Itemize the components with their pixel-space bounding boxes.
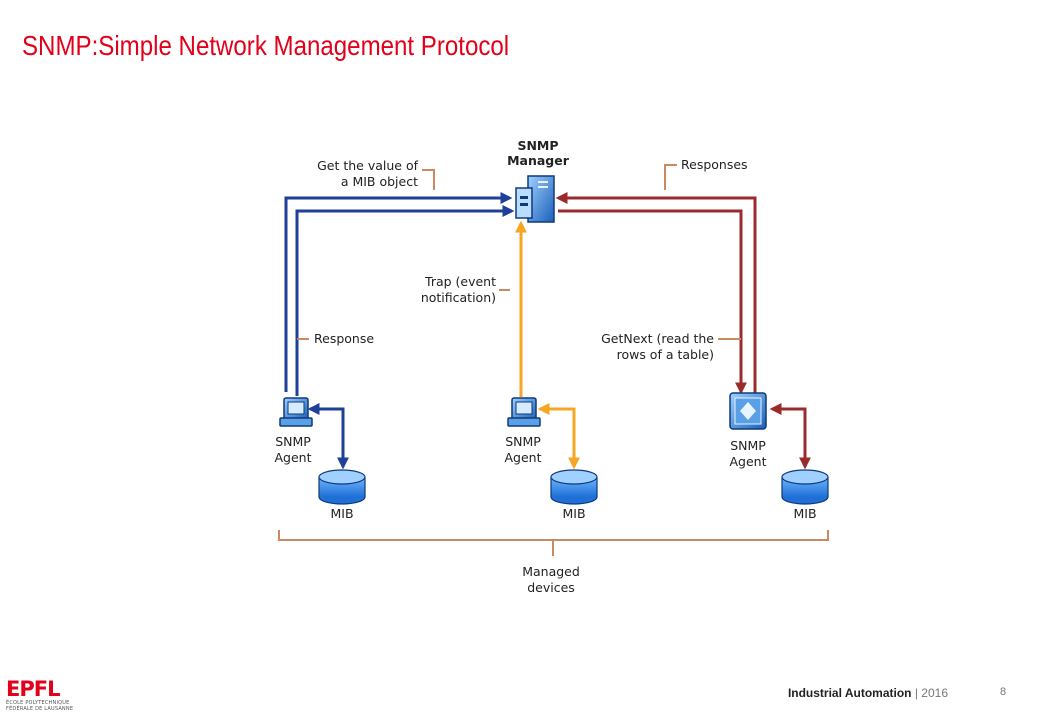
managed-devices-line1: Managed <box>522 564 580 579</box>
manager-label-line2: Manager <box>507 153 570 168</box>
trap-annotation-line1: Trap (event <box>424 274 496 289</box>
getnext-annotation-line2: rows of a table) <box>617 347 714 362</box>
getnext-annotation-line1: GetNext (read the <box>601 331 714 346</box>
manager-label-line1: SNMP <box>517 138 558 153</box>
responses-annotation: Responses <box>681 157 748 172</box>
mib-database-icon <box>318 469 366 505</box>
snmp-diagram: SNMP Manager Get the value of a MIB obje… <box>275 138 829 595</box>
response-arrow <box>295 205 515 396</box>
agent-computer-icon <box>507 397 541 427</box>
logo-sub-line2: FÉDÉRALE DE LAUSANNE <box>6 706 74 712</box>
responses-arrow <box>555 192 757 398</box>
page-number: 8 <box>1000 686 1007 698</box>
agent-switch-icon <box>729 392 767 430</box>
managed-devices-line2: devices <box>527 580 575 595</box>
agent3-label-line2: Agent <box>730 454 767 469</box>
agent2-label-line2: Agent <box>505 450 542 465</box>
agent2-mib-arrow <box>537 403 580 470</box>
mib-database-icon <box>550 469 598 505</box>
agent1-label-line2: Agent <box>275 450 312 465</box>
agent-computer-icon <box>279 397 313 427</box>
agent2-label-line1: SNMP <box>505 434 541 449</box>
course-year: 2016 <box>921 686 948 700</box>
getnext-arrow <box>558 209 747 395</box>
response-annotation: Response <box>314 331 374 346</box>
agent1-mib-arrow <box>307 403 349 470</box>
agent1-label-line1: SNMP <box>275 434 311 449</box>
course-info: Industrial Automation | 2016 <box>788 686 948 700</box>
get-annotation-line2: a MIB object <box>341 174 418 189</box>
server-icon <box>515 175 555 223</box>
mib2-label: MIB <box>562 506 585 521</box>
epfl-logo: EPFL ÉCOLE POLYTECHNIQUE FÉDÉRALE DE LAU… <box>6 678 86 716</box>
managed-devices-bracket <box>278 530 829 556</box>
trap-annotation-line2: notification) <box>421 290 496 305</box>
footer-separator: | <box>911 686 922 700</box>
get-request-arrow <box>284 192 513 392</box>
get-annotation-line1: Get the value of <box>317 158 419 173</box>
agent3-label-line1: SNMP <box>730 438 766 453</box>
slide-footer: EPFL ÉCOLE POLYTECHNIQUE FÉDÉRALE DE LAU… <box>0 676 1040 720</box>
annotation-leaders <box>297 164 741 340</box>
course-name: Industrial Automation <box>787 686 912 700</box>
mib3-label: MIB <box>793 506 816 521</box>
slide-title: SNMP:Simple Network Management Protocol <box>22 30 510 61</box>
mib-database-icon <box>781 469 829 505</box>
logo-mark: EPFL <box>6 677 60 701</box>
logo-sub-line1: ÉCOLE POLYTECHNIQUE <box>6 700 70 706</box>
mib1-label: MIB <box>330 506 353 521</box>
agent3-mib-arrow <box>769 403 811 470</box>
